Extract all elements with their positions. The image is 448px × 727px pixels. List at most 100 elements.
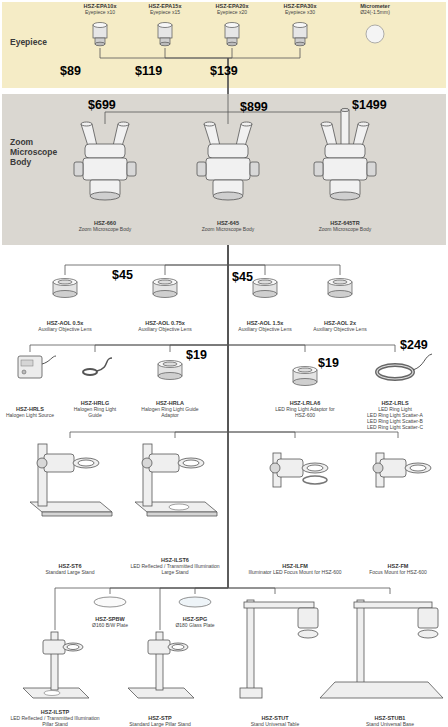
boom-arm <box>244 602 314 608</box>
light-cable <box>42 356 56 364</box>
product-item: HSZ-645Zoom Microscope Body <box>190 118 266 232</box>
part-description: LED Ring Light Scatter-A <box>367 412 423 418</box>
led-cable <box>413 354 432 370</box>
focus-block <box>298 608 318 628</box>
price-label: $45 <box>232 270 253 284</box>
price-label: $699 <box>88 98 116 112</box>
part-description: LED Ring Light Scatter-C <box>367 424 423 430</box>
part-description: Eyepiece x10 <box>85 9 115 15</box>
part-number: HSZ-SPBW <box>95 616 124 622</box>
part-description: Stand Universal Table <box>251 721 300 727</box>
product-item: HSZ-ILSTPLED Reflected / Transmitted Ill… <box>10 630 100 727</box>
stand-icon <box>30 444 112 516</box>
pillar-stand-icon <box>128 632 194 698</box>
product-item: HSZ-FMFocus Mount for HSZ-600 <box>353 438 443 575</box>
price-label: $1499 <box>352 98 387 112</box>
band-heading: Eyepiece <box>10 38 70 48</box>
part-description: Ø24(-1.5mm) <box>360 9 390 15</box>
transmitted-light-window <box>169 504 189 510</box>
part-number: HSZ-645 <box>217 220 239 226</box>
connector-line <box>228 245 305 352</box>
part-description: Auxiliary Objective Lens <box>313 326 366 332</box>
product-item: HSZ-EPA20xEyepiece x20 <box>207 3 257 48</box>
pillar-stand-icon <box>23 632 89 698</box>
lens-icon <box>153 279 177 298</box>
part-description: Ø180 Glass Plate <box>175 622 214 628</box>
part-number: HSZ-EPA20x <box>216 3 249 9</box>
product-item: HSZ-SPBWØ160 B/W Plate <box>87 594 133 628</box>
focus-mount-icon <box>373 453 431 487</box>
connector-line <box>110 245 228 594</box>
boom-pole <box>357 600 364 684</box>
part-number: HSZ-660 <box>94 220 116 226</box>
part-number: HSZ-HRLA <box>156 400 184 406</box>
price-label: $139 <box>210 64 238 78</box>
part-number: HSZ-FM <box>388 563 409 569</box>
stand-icon <box>135 444 217 516</box>
connector-line <box>165 245 228 275</box>
price-label: $119 <box>135 64 162 78</box>
connector-line <box>228 245 390 594</box>
part-number: HSZ-ILFM <box>282 563 308 569</box>
price-label: $89 <box>60 64 81 78</box>
connector-line <box>228 245 395 352</box>
product-item: HSZ-HRLGHalogen Ring Light Guide <box>68 352 122 418</box>
connector-line <box>195 245 228 594</box>
price-label: $249 <box>400 338 428 352</box>
product-item: HSZ-AOL 0.5xAuxiliary Objective Lens <box>30 275 100 332</box>
part-number: HSZ-AOL 1.5x <box>247 320 284 326</box>
part-number: HSZ-EPA10x <box>84 3 117 9</box>
part-number: HSZ-HRLS <box>16 406 44 412</box>
holder-ring <box>298 630 318 638</box>
lens-icon <box>53 279 77 298</box>
part-description: Auxiliary Objective Lens <box>38 326 91 332</box>
part-number: HSZ-HRLG <box>81 400 109 406</box>
part-description: LED Ring Light Scatter-B <box>367 418 423 424</box>
table-clamp <box>240 688 262 698</box>
transmitted-light-window <box>44 691 60 696</box>
product-item: HSZ-STUB1Stand Universal Base <box>335 594 445 727</box>
lens-icon <box>253 279 277 298</box>
boom-pole <box>247 600 254 690</box>
connector-line <box>95 245 228 352</box>
led-ring-light <box>377 365 413 379</box>
part-description: Zoom Microscope Body <box>319 226 372 232</box>
boom-arm <box>354 602 432 608</box>
connector-line <box>30 245 228 352</box>
part-number: HSZ-ILST6 <box>161 557 189 563</box>
part-description: Halogen Light Source <box>6 412 54 418</box>
product-item: HSZ-EPA15xEyepiece x15 <box>140 3 190 48</box>
light-source-box <box>18 356 42 378</box>
part-description: Eyepiece x15 <box>150 9 180 15</box>
connector-line <box>170 245 228 352</box>
part-number: HSZ-ST6 <box>59 563 82 569</box>
focus-block <box>418 608 438 628</box>
ring-light-guide <box>83 369 97 375</box>
product-item: HSZ-STUTStand Universal Table <box>225 594 325 727</box>
product-item: HSZ-EPA10xEyepiece x10 <box>75 3 125 48</box>
part-description: Stand Universal Base <box>366 721 414 727</box>
part-number: HSZ-AOL 2x <box>324 320 356 326</box>
light-guide-cable <box>97 358 112 371</box>
part-description: Zoom Microscope Body <box>79 226 132 232</box>
focus-mount-icon <box>270 453 328 487</box>
part-number: HSZ-STUB1 <box>375 715 406 721</box>
product-item: HSZ-AOL 2xAuxiliary Objective Lens <box>305 275 375 332</box>
part-description: LED Reflected / Transmitted Illumination… <box>10 715 100 727</box>
lens-icon <box>328 279 352 298</box>
part-number: HSZ-EPA30x <box>284 3 317 9</box>
product-item: HSZ-HRLSHalogen Light Source <box>3 352 57 418</box>
product-item: HSZ-ILFMIlluminator LED Focus Mount for … <box>247 438 343 575</box>
part-description: Zoom Microscope Body <box>202 226 255 232</box>
universal-table-stand <box>240 600 318 698</box>
holder-ring <box>418 630 438 638</box>
part-description: Illuminator LED Focus Mount for HSZ-600 <box>248 569 341 575</box>
adaptor-icon <box>158 361 182 380</box>
part-description: LED Reflected / Transmitted Illumination… <box>127 563 223 575</box>
part-description: Eyepiece x30 <box>285 9 315 15</box>
product-item: HSZ-ST6Standard Large Stand <box>22 438 118 575</box>
price-label: $19 <box>186 348 207 362</box>
product-item: HSZ-EPA30xEyepiece x30 <box>275 3 325 48</box>
part-number: HSZ-EPA15x <box>149 3 182 9</box>
product-item: HSZ-LRLSLED Ring LightLED Ring Light Sca… <box>355 352 435 430</box>
